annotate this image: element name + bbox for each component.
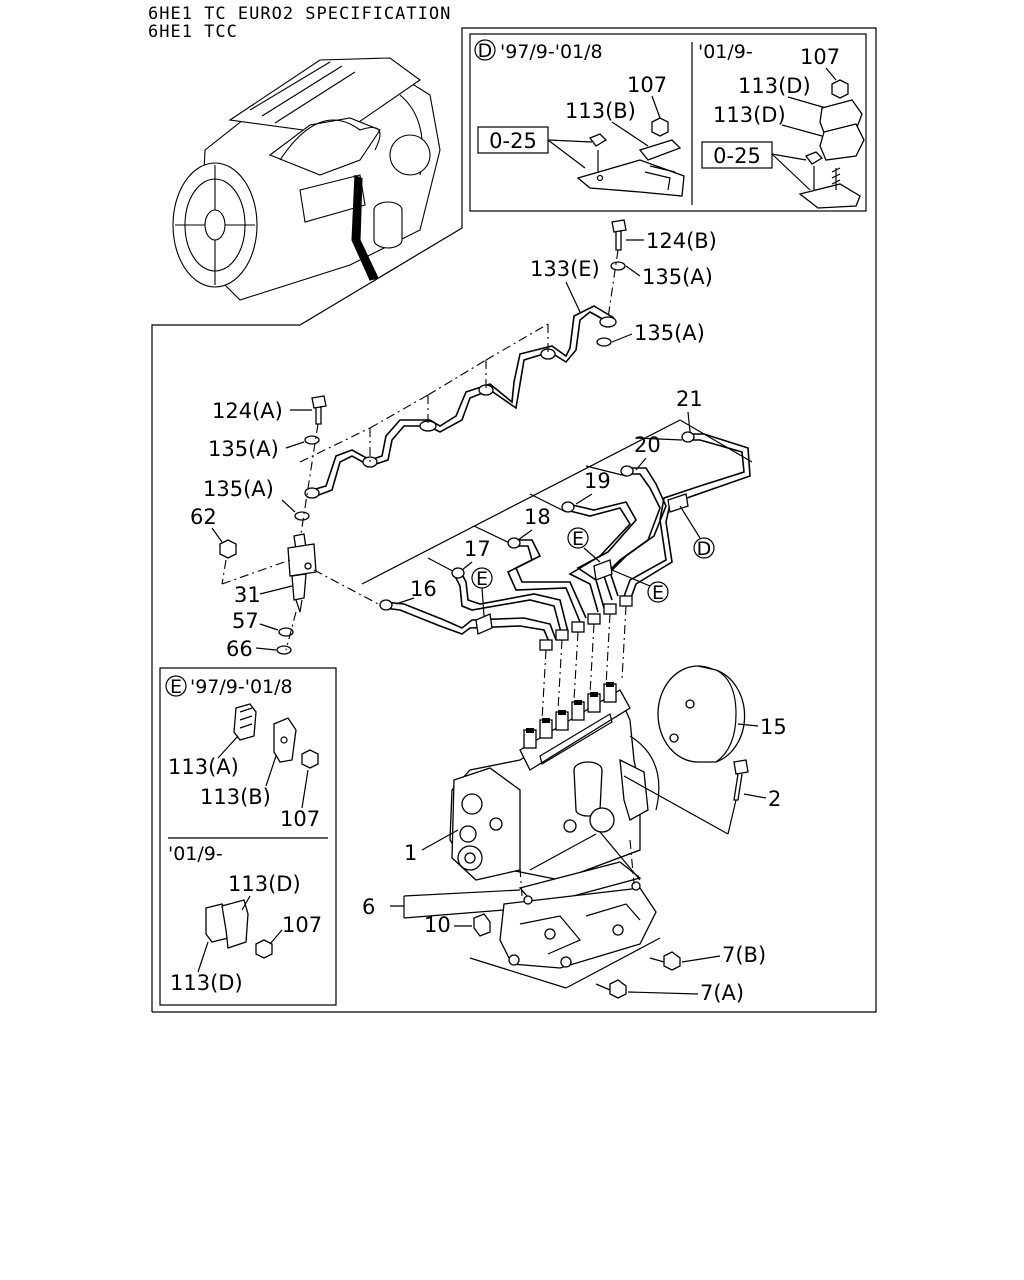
callout-20: 20 <box>634 433 661 457</box>
callout-19: 19 <box>584 469 611 493</box>
nut-icon <box>651 117 669 137</box>
callout-57: 57 <box>232 609 259 633</box>
callout-2: 2 <box>768 787 781 811</box>
inset-d-period-right: '01/9- <box>698 41 753 63</box>
callout-6: 6 <box>362 895 375 919</box>
injection-pipes <box>313 419 753 651</box>
callout-124a: 124(A) <box>212 399 283 423</box>
bolt-10-icon <box>473 913 491 937</box>
clip-a-icon <box>233 703 257 741</box>
washer-icon <box>278 627 294 637</box>
inset-d-right-nut-label: 107 <box>800 45 840 69</box>
bracket-icon <box>798 183 861 209</box>
bolt-124b-icon <box>611 219 627 251</box>
marker-d-letter: D <box>697 538 712 560</box>
main-frame <box>151 27 877 1013</box>
callout-17: 17 <box>464 537 491 561</box>
inset-e-clip-a-label: 113(A) <box>168 755 239 779</box>
washer-icon <box>276 645 292 655</box>
bolt-icon <box>588 133 608 147</box>
marker-e3 <box>647 581 669 603</box>
marker-e1-letter: E <box>572 528 584 550</box>
inset-e-frame <box>159 667 337 1006</box>
washer-icon <box>596 337 612 347</box>
inset-e-period-top: '97/9-'01/8 <box>190 676 293 698</box>
callout-1: 1 <box>404 841 417 865</box>
inset-d-right-torque-box <box>701 141 773 169</box>
callout-135a-3: 135(A) <box>208 437 279 461</box>
inset-d-frame <box>469 33 867 212</box>
inset-d-period-left: '97/9-'01/8 <box>500 41 603 63</box>
callout-21: 21 <box>676 387 703 411</box>
leak-off-pipe <box>299 305 617 499</box>
inset-d-marker <box>474 39 496 61</box>
inset-d-left-torque: 0-25 <box>489 129 537 153</box>
callout-135a-1: 135(A) <box>642 265 713 289</box>
inset-e-nut-label: 107 <box>280 807 320 831</box>
callout-31: 31 <box>234 583 261 607</box>
callout-15: 15 <box>760 715 787 739</box>
inset-d-right-torque: 0-25 <box>713 144 761 168</box>
inset-e-bottom-nut-label: 107 <box>282 913 322 937</box>
callout-133e: 133(E) <box>530 257 600 281</box>
engine-thumbnail <box>172 57 441 301</box>
injection-pump <box>449 605 660 881</box>
nut-icon <box>301 749 319 769</box>
bolt-7a-icon <box>595 979 627 999</box>
callout-66: 66 <box>226 637 253 661</box>
inset-e-marker-letter: E <box>170 676 182 698</box>
washer-icon <box>294 511 310 521</box>
inset-e-period-bottom: '01/9- <box>168 843 223 865</box>
injector-nozzle <box>287 533 317 613</box>
inset-d: D '97/9-'01/8 '01/9- 107 113(B) 0-25 107… <box>469 33 867 212</box>
header-line-1: 6HE1 TC EURO2 SPECIFICATION <box>148 4 452 24</box>
washer-icon <box>304 435 320 445</box>
nut-icon <box>255 939 273 959</box>
callout-7b: 7(B) <box>722 943 766 967</box>
bolt-124a-icon <box>311 395 327 425</box>
callout-18: 18 <box>524 505 551 529</box>
inset-d-right-clip-lower-label: 113(D) <box>713 103 786 127</box>
nut-62-icon <box>219 539 237 559</box>
header-line-2: 6HE1 TCC <box>148 22 238 42</box>
inset-e-marker <box>165 675 187 697</box>
inset-d-left-clip-label: 113(B) <box>565 99 636 123</box>
pump-bracket <box>469 831 661 989</box>
callout-7a: 7(A) <box>700 981 744 1005</box>
inset-d-right-clip-upper-label: 113(D) <box>738 74 811 98</box>
callout-124b: 124(B) <box>646 229 717 253</box>
marker-e2-letter: E <box>476 568 488 590</box>
callout-135a-4: 135(A) <box>203 477 274 501</box>
bolt-7b-icon <box>649 951 681 971</box>
nut-icon <box>831 79 849 99</box>
callout-16: 16 <box>410 577 437 601</box>
marker-d <box>693 537 715 559</box>
inset-e-clip-b-label: 113(B) <box>200 785 271 809</box>
callout-135a-2: 135(A) <box>634 321 705 345</box>
clip-b-icon <box>638 139 682 161</box>
bracket-icon <box>576 159 685 197</box>
inset-e: E '97/9-'01/8 '01/9- 113(A) 113(B) 107 1… <box>159 667 337 1006</box>
inset-d-left-nut-label: 107 <box>627 73 667 97</box>
callout-10: 10 <box>424 913 451 937</box>
inset-e-clip-lower-label: 113(D) <box>170 971 243 995</box>
washer-icon <box>610 261 626 271</box>
bolt-icon <box>804 151 824 165</box>
timer-coupling <box>657 665 746 763</box>
marker-e1 <box>567 527 589 549</box>
inset-e-clip-upper-label: 113(D) <box>228 872 301 896</box>
marker-e3-letter: E <box>652 582 664 604</box>
clip-b-icon <box>273 717 297 763</box>
callout-62: 62 <box>190 505 217 529</box>
inset-d-marker-letter: D <box>478 40 493 62</box>
